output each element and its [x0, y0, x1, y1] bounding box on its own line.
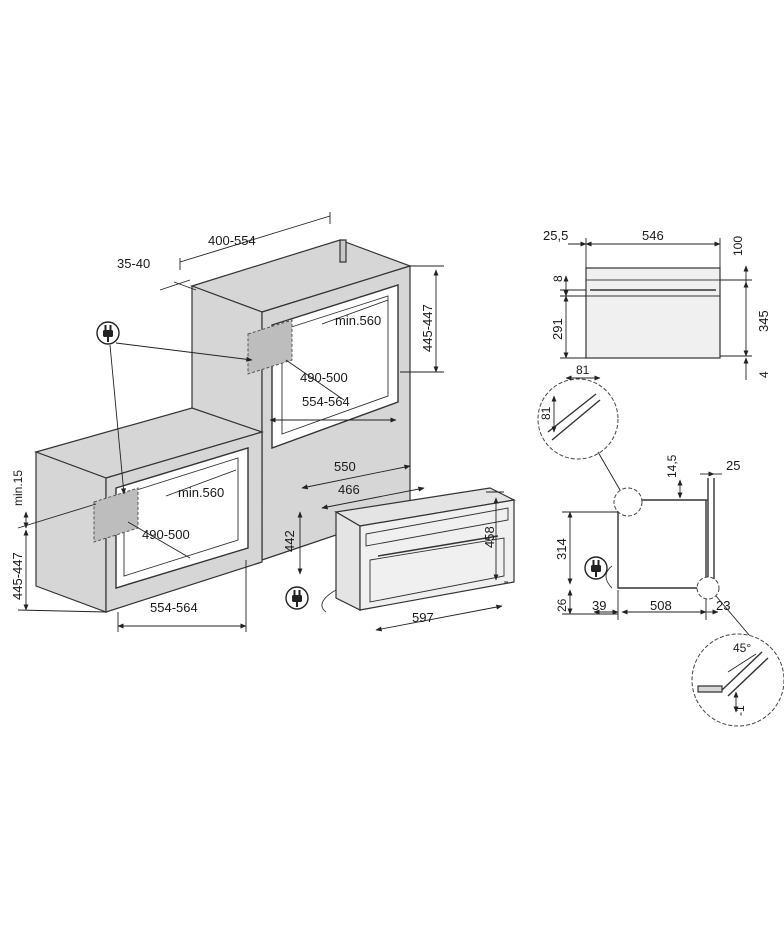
detail-circle-angle	[691, 633, 784, 727]
dim-554-564-low: 554-564	[150, 600, 198, 615]
front-elevation-body	[585, 267, 721, 359]
dim-550: 550	[334, 459, 356, 474]
dim-45-degrees: 45°	[733, 641, 751, 655]
dim-26: 26	[555, 598, 569, 612]
dim-100: 100	[731, 236, 745, 256]
dim-minus-1: -1	[733, 705, 747, 716]
dim-554-564-tall: 554-564	[302, 394, 350, 409]
dim-442: 442	[282, 530, 297, 552]
dim-39: 39	[592, 598, 606, 613]
oven-power-cable	[321, 589, 337, 613]
dim-25: 25	[726, 458, 740, 473]
electrical-plug-icon-oven	[285, 586, 309, 610]
tall-cabinet-opening	[271, 284, 399, 450]
dim-min560-tall: min.560	[335, 313, 381, 328]
electrical-plug-icon	[96, 321, 120, 345]
oven-door-handle	[377, 535, 499, 557]
dim-314: 314	[554, 538, 569, 560]
detail-circle-marker-bottom	[696, 576, 720, 600]
detail-circle-marker-top	[613, 487, 643, 517]
dim-445-447-tall: 445-447	[420, 304, 435, 352]
electrical-plug-icon-side	[584, 556, 608, 580]
oven-front	[359, 499, 515, 611]
dim-597: 597	[412, 610, 434, 625]
base-cabinet-view	[34, 407, 264, 613]
dim-508: 508	[650, 598, 672, 613]
dim-35-40: 35-40	[117, 256, 150, 271]
oven-3d-view	[321, 487, 516, 613]
dim-400-554: 400-554	[208, 233, 256, 248]
dim-25-5: 25,5	[543, 228, 568, 243]
dim-8: 8	[551, 275, 565, 282]
dim-81-vertical: 81	[539, 406, 553, 420]
dim-81-horizontal: 81	[576, 363, 590, 377]
dim-291: 291	[550, 318, 565, 340]
dim-445-447-low: 445-447	[10, 552, 25, 600]
dim-458: 458	[482, 526, 497, 548]
oven-side	[335, 510, 361, 611]
tall-cabinet-back-edge	[339, 239, 347, 263]
dim-min560-low: min.560	[178, 485, 224, 500]
dim-490-500-low: 490-500	[142, 527, 190, 542]
dim-4: 4	[757, 371, 771, 378]
dim-345: 345	[756, 310, 771, 332]
dim-490-500-tall: 490-500	[300, 370, 348, 385]
dim-min15: min.15	[11, 470, 25, 506]
dim-466: 466	[338, 482, 360, 497]
dim-546: 546	[642, 228, 664, 243]
front-elevation-view	[585, 267, 721, 359]
dim-14-5: 14,5	[665, 454, 679, 478]
side-section-cable	[605, 565, 613, 589]
base-cabinet-opening	[115, 447, 249, 589]
